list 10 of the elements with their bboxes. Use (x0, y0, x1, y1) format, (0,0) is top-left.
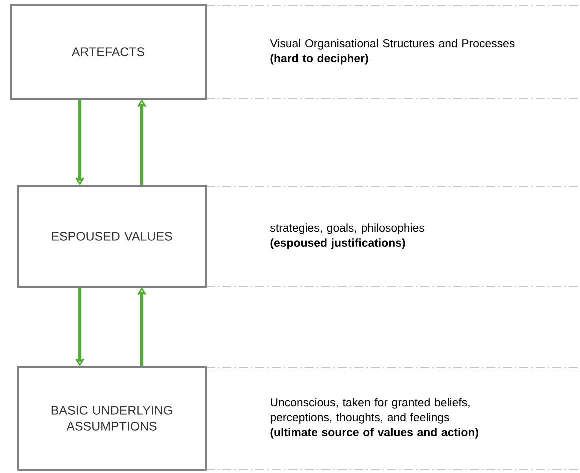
layer-box: ESPOUSED VALUES (17, 185, 207, 288)
arrow (138, 100, 146, 185)
arrow (138, 288, 146, 366)
arrow (76, 288, 84, 366)
description-text: strategies, goals, philosophies (espoused justifications) (270, 224, 425, 250)
arrow (76, 100, 84, 185)
layer-box: BASIC UNDERLYING ASSUMPTIONS (17, 366, 207, 471)
description-text: Visual Organisational Structures and Processes (hard to decipher) (270, 39, 515, 65)
description-text: Unconscious, taken for granted beliefs, perceptions, thoughts, and feelings (ultimate source of values and action) (270, 398, 478, 439)
layer-box: ARTEFACTS (10, 4, 207, 100)
